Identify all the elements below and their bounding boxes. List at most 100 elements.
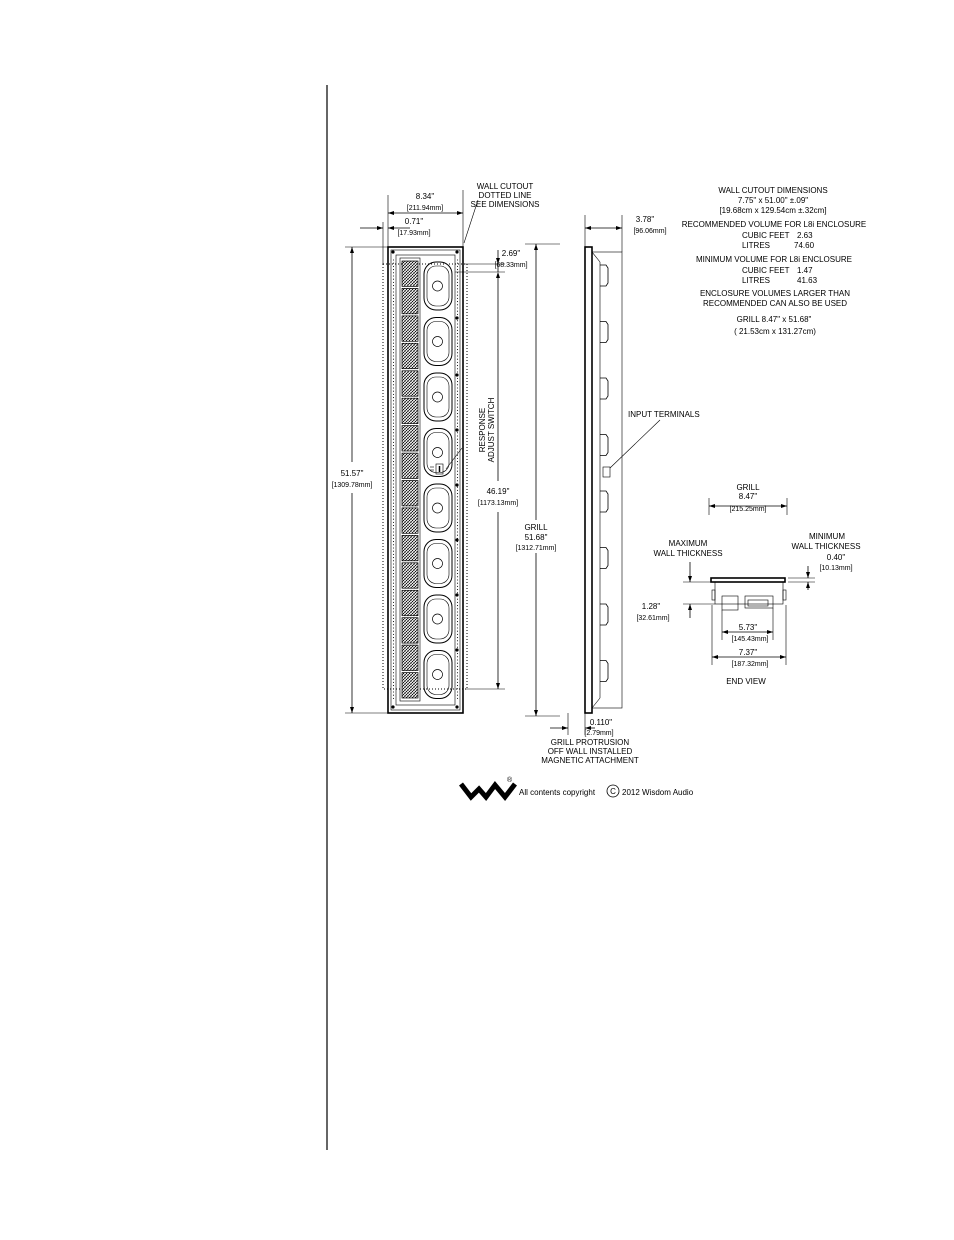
frame-dot: [392, 560, 395, 562]
frame-dot: [456, 461, 459, 463]
max-in: 1.28": [642, 602, 661, 611]
callout-line-2: DOTTED LINE: [479, 191, 532, 200]
frame-dot: [456, 624, 459, 626]
frame-dot: [392, 339, 395, 341]
frame-dot: [392, 445, 395, 447]
frame-dot: [392, 525, 395, 527]
frame-dot: [392, 467, 395, 469]
frame-dot: [392, 617, 395, 619]
cutout-title: WALL CUTOUT DIMENSIONS: [718, 186, 827, 195]
frame-dot: [392, 557, 395, 559]
frame-dot: [456, 534, 459, 536]
frame-dot: [456, 630, 459, 632]
inner-height-mm: [1173.13mm]: [478, 500, 518, 507]
frame-dot: [392, 451, 395, 453]
max-mm: [32.61mm]: [636, 615, 669, 622]
frame-dot: [392, 397, 395, 399]
frame-dot: [392, 480, 395, 482]
height-in: 51.57": [341, 469, 364, 478]
rec-cubic-value: 2.63: [797, 231, 813, 240]
frame-dot: [456, 653, 459, 655]
frame-dot: [392, 531, 395, 533]
frame-dot: [456, 326, 459, 328]
response-switch-icon: [430, 463, 444, 475]
screw: [455, 538, 459, 542]
inner-mm: [145.43mm]: [732, 636, 769, 643]
min-wall-1: MINIMUM: [809, 532, 845, 541]
frame-dot: [392, 528, 395, 530]
frame-dot: [392, 317, 395, 319]
frame-dot: [392, 685, 395, 687]
frame-dot: [392, 329, 395, 331]
tweeter-panel: [401, 425, 419, 452]
frame-dot: [456, 310, 459, 312]
width-mm: [211.94mm]: [407, 205, 443, 212]
frame-dot: [392, 278, 395, 280]
frame-dot: [456, 611, 459, 613]
frame-dot: [392, 630, 395, 632]
frame-dot: [392, 374, 395, 376]
larger-note-1: ENCLOSURE VOLUMES LARGER THAN: [700, 289, 850, 298]
frame-dot: [392, 688, 395, 690]
frame-dot: [456, 579, 459, 581]
frame-dot: [392, 518, 395, 520]
woofer-driver: [423, 483, 453, 533]
side-view: INPUT TERMINALS 3.78" [96.06mm] 0.110" […: [541, 215, 700, 765]
frame-dot: [456, 531, 459, 533]
tweeter-panel: [401, 535, 419, 562]
min-mm: [10.13mm]: [819, 565, 852, 572]
offset-mm: [17.93mm]: [397, 230, 430, 237]
frame-dot: [392, 281, 395, 283]
frame-dot: [456, 691, 459, 693]
offset-in: 0.71": [405, 217, 424, 226]
frame-dot: [456, 643, 459, 645]
tweeter-panel: [401, 644, 419, 671]
min-wall-2: WALL THICKNESS: [791, 542, 860, 551]
frame-dot: [392, 483, 395, 485]
woofer-cone: [426, 265, 450, 307]
dust-cap: [432, 280, 443, 292]
frame-dot: [456, 413, 459, 415]
frame-dot: [456, 525, 459, 527]
min-in: 0.40": [827, 553, 846, 562]
frame-dot: [392, 576, 395, 578]
frame-dot: [392, 601, 395, 603]
frame-dot: [456, 345, 459, 347]
grill-height-mm: [1312.71mm]: [516, 545, 557, 552]
frame-dot: [456, 368, 459, 370]
inner-height-in: 46.19": [487, 487, 510, 496]
woofer-driver: [423, 594, 453, 644]
woofer-cone: [426, 654, 450, 695]
frame-dot: [392, 569, 395, 571]
protrusion-note-2: OFF WALL INSTALLED: [548, 747, 633, 756]
frame-dot: [392, 505, 395, 507]
frame-dot: [392, 432, 395, 434]
frame-dot: [392, 598, 395, 600]
frame-dot: [392, 320, 395, 322]
frame-dot: [456, 355, 459, 357]
frame-dot: [456, 441, 459, 443]
min-cubic-label: CUBIC FEET: [742, 266, 790, 275]
dust-cap: [432, 613, 443, 625]
specifications-block: WALL CUTOUT DIMENSIONS 7.75" x 51.00" ±.…: [682, 186, 866, 336]
frame-dot: [392, 541, 395, 543]
woofer-cone: [426, 487, 450, 529]
frame-dot: [392, 313, 395, 315]
woofer-driver: [423, 372, 453, 422]
frame-dot: [456, 339, 459, 341]
screw: [391, 705, 395, 709]
woofer-cone: [426, 543, 450, 584]
frame-dot: [456, 697, 459, 699]
tweeter-panel: [401, 260, 419, 287]
frame-dot: [456, 419, 459, 421]
copyright-circle-icon: [606, 784, 620, 798]
screw: [455, 648, 459, 652]
screw: [455, 316, 459, 320]
frame-dot: [392, 672, 395, 674]
tweeter-panel: [401, 397, 419, 424]
frame-dot: [456, 297, 459, 299]
frame-dot: [392, 550, 395, 552]
frame-dot: [456, 365, 459, 367]
frame-dot: [456, 662, 459, 664]
